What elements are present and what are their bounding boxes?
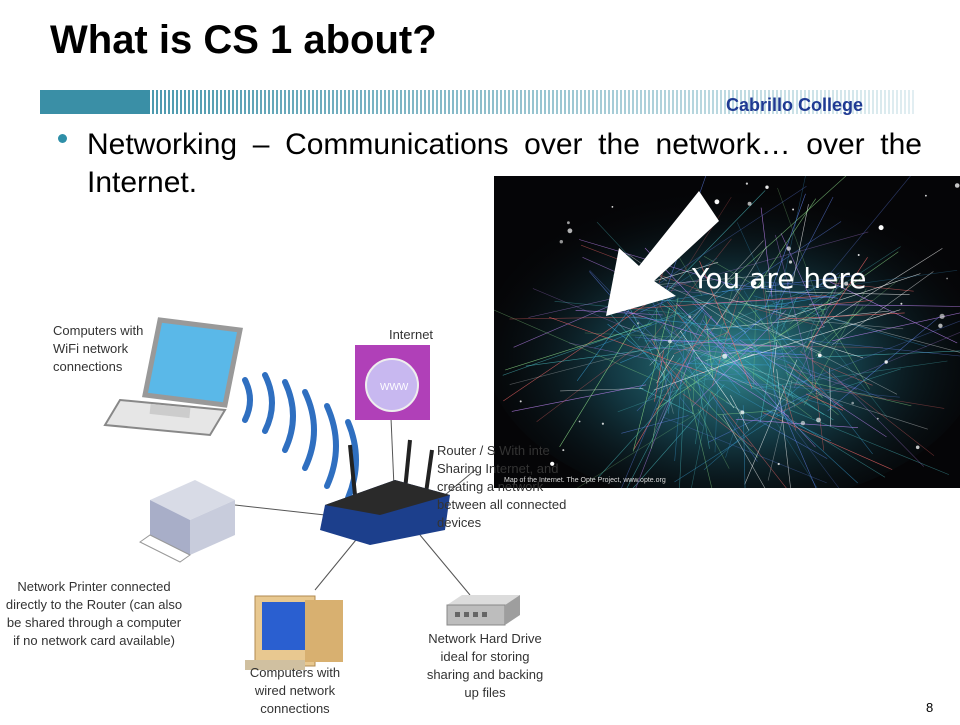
- slide-title: What is CS 1 about?: [50, 18, 437, 63]
- wired-computers-label: Computers with wired network connections: [240, 664, 350, 718]
- svg-text:WWW: WWW: [380, 382, 409, 393]
- network-diagram: WWW: [0, 300, 600, 720]
- internet-label: Internet: [376, 326, 446, 344]
- router-label: Router / S With inte Sharing Internet, a…: [437, 442, 587, 532]
- printer-label: Network Printer connected directly to th…: [4, 578, 184, 650]
- desktop-computer-icon: [245, 596, 343, 670]
- nas-label: Network Hard Drive ideal for storing sha…: [420, 630, 550, 702]
- wifi-computers-label: Computers with WiFi network connections: [53, 322, 163, 376]
- router-icon: [320, 440, 450, 545]
- overlay-text: You are here: [691, 262, 866, 295]
- internet-globe-icon: WWW: [355, 345, 430, 420]
- college-name: Cabrillo College: [726, 95, 863, 116]
- printer-icon: [140, 480, 235, 562]
- bullet-marker: [58, 134, 67, 143]
- network-hard-drive-icon: [447, 595, 520, 625]
- wifi-waves-icon: [245, 375, 356, 498]
- page-number: 8: [926, 700, 933, 715]
